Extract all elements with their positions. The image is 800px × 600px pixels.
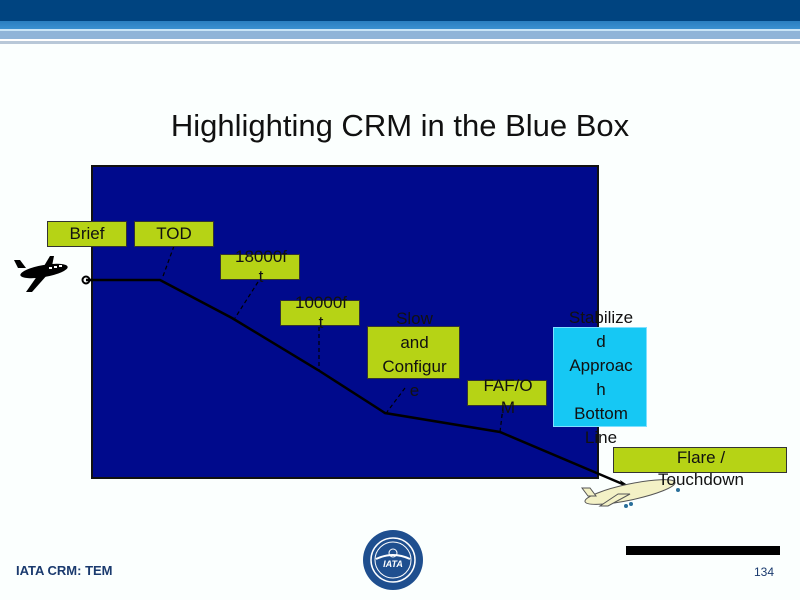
18000ft-pointer (234, 281, 259, 319)
label-brief: Brief (47, 221, 127, 247)
slide-title: Highlighting CRM in the Blue Box (170, 108, 630, 143)
descent-path-line (86, 278, 633, 490)
label-tod: TOD (134, 221, 214, 247)
jet-plane-icon (14, 256, 68, 292)
page-number: 134 (754, 565, 775, 579)
footer-text: IATA CRM: TEM (16, 563, 113, 578)
stabilized-approach-highlight: Stabilize d Approac h Bottom Line (553, 308, 647, 447)
landing-airliner-icon (581, 479, 680, 508)
svg-text:IATA: IATA (383, 559, 403, 569)
start-marker (81, 275, 91, 285)
footer-bar (626, 546, 780, 555)
label-flare-touchdown: Flare /Touchdown (613, 447, 787, 489)
tod-pointer (161, 245, 175, 280)
iata-logo: IATA (363, 530, 423, 590)
header-banner (0, 0, 800, 50)
slow-pointer (386, 387, 406, 413)
